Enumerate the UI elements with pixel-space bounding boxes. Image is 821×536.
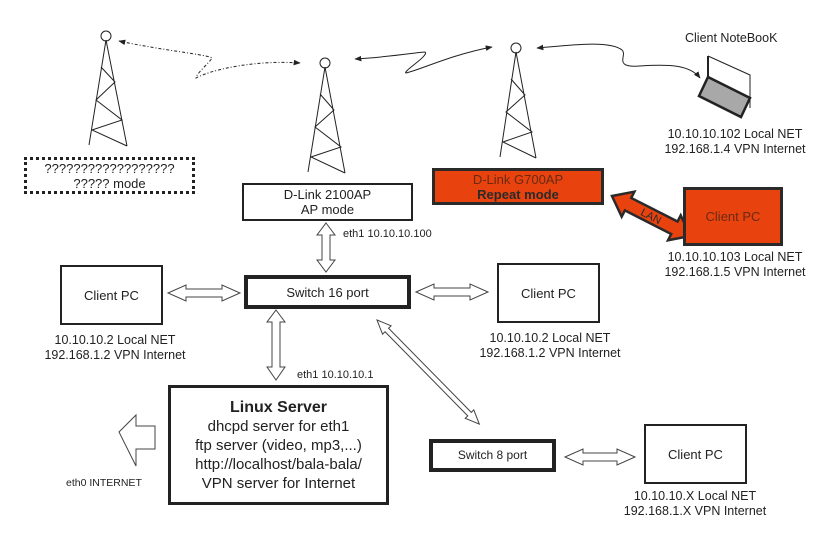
antenna-tower-icon (499, 42, 537, 159)
client-bottom-ip: 10.10.10.X Local NET 192.168.1.X VPN Int… (600, 489, 790, 519)
unknown-ap-box[interactable]: ?????????????????? ????? mode (24, 157, 195, 194)
client-left-label: Client PC (84, 287, 139, 303)
wireless-link-dashed (118, 39, 301, 79)
client-right-vpn-ip: 192.168.1.2 VPN Internet (479, 346, 621, 360)
link-arrow-switch-server (266, 309, 286, 381)
ap-2100-mode: AP mode (300, 202, 355, 217)
switch-8-port-box[interactable]: Switch 8 port (429, 439, 556, 472)
wireless-link (536, 43, 701, 79)
client-bottom-vpn-ip: 192.168.1.X VPN Internet (623, 504, 767, 518)
client-bottom-label: Client PC (668, 446, 723, 462)
ap-g700-mode: Repeat mode (477, 186, 559, 202)
client-left-ip: 10.10.10.2 Local NET 192.168.1.2 VPN Int… (20, 333, 210, 363)
wireless-link (354, 45, 493, 74)
client-left-local-ip: 10.10.10.2 Local NET (54, 333, 176, 347)
client-bottom-local-ip: 10.10.10.X Local NET (633, 489, 757, 503)
server-line: dhcpd server for eth1 (207, 417, 350, 435)
lan-client-vpn-ip: 192.168.1.5 VPN Internet (664, 265, 806, 279)
notebook-ip: 10.10.10.102 Local NET 192.168.1.4 VPN I… (650, 127, 820, 157)
lan-client-pc-box[interactable]: Client PC (683, 187, 783, 246)
client-right-label: Client PC (521, 285, 576, 301)
eth1-ap-label: eth1 10.10.10.100 (343, 228, 432, 240)
eth1-server-label: eth1 10.10.10.1 (297, 369, 374, 381)
link-arrow-switch8-client (563, 448, 637, 466)
link-arrow-client-switch (166, 284, 242, 302)
antenna-tower-icon (307, 57, 346, 174)
server-line: VPN server for Internet (201, 474, 356, 492)
dlink-2100ap-box[interactable]: D-Link 2100AP AP mode (242, 183, 413, 221)
client-pc-bottom-box[interactable]: Client PC (644, 424, 747, 484)
switch-16-port-box[interactable]: Switch 16 port (244, 275, 411, 309)
dlink-g700ap-box[interactable]: D-Link G700AP Repeat mode (432, 168, 604, 205)
switch16-label: Switch 16 port (286, 284, 369, 300)
switch8-label: Switch 8 port (457, 448, 528, 462)
internet-arrow-icon (118, 413, 156, 467)
client-right-ip: 10.10.10.2 Local NET 192.168.1.2 VPN Int… (455, 331, 645, 361)
laptop-icon (697, 55, 752, 119)
notebook-title: Client NoteBooK (685, 31, 778, 45)
client-pc-left-box[interactable]: Client PC (60, 265, 163, 325)
ap-g700-name: D-Link G700AP (472, 171, 564, 187)
antenna-tower-icon (88, 30, 128, 147)
server-line: http://localhost/bala-bala/ (195, 455, 362, 473)
lan-client-local-ip: 10.10.10.103 Local NET (667, 250, 803, 264)
unknown-ap-mode: ????? mode (73, 175, 146, 191)
unknown-ap-name: ?????????????????? (44, 160, 175, 176)
lan-client-label: Client PC (705, 209, 761, 224)
ap-2100-name: D-Link 2100AP (283, 187, 372, 202)
notebook-local-ip: 10.10.10.102 Local NET (667, 127, 803, 141)
eth0-internet-label: eth0 INTERNET (66, 477, 142, 489)
notebook-vpn-ip: 192.168.1.4 VPN Internet (664, 142, 806, 156)
lan-client-ip: 10.10.10.103 Local NET 192.168.1.5 VPN I… (650, 250, 820, 280)
link-arrow-switch-client (414, 283, 490, 301)
link-arrow-switch16-switch8 (376, 319, 481, 426)
client-pc-right-box[interactable]: Client PC (497, 263, 600, 323)
server-line: ftp server (video, mp3,...) (195, 436, 362, 454)
client-right-local-ip: 10.10.10.2 Local NET (489, 331, 611, 345)
client-left-vpn-ip: 192.168.1.2 VPN Internet (44, 348, 186, 362)
linux-server-box[interactable]: Linux Server dhcpd server for eth1 ftp s… (168, 385, 389, 505)
link-arrow-ap-switch (316, 222, 336, 273)
server-title: Linux Server (230, 398, 327, 416)
